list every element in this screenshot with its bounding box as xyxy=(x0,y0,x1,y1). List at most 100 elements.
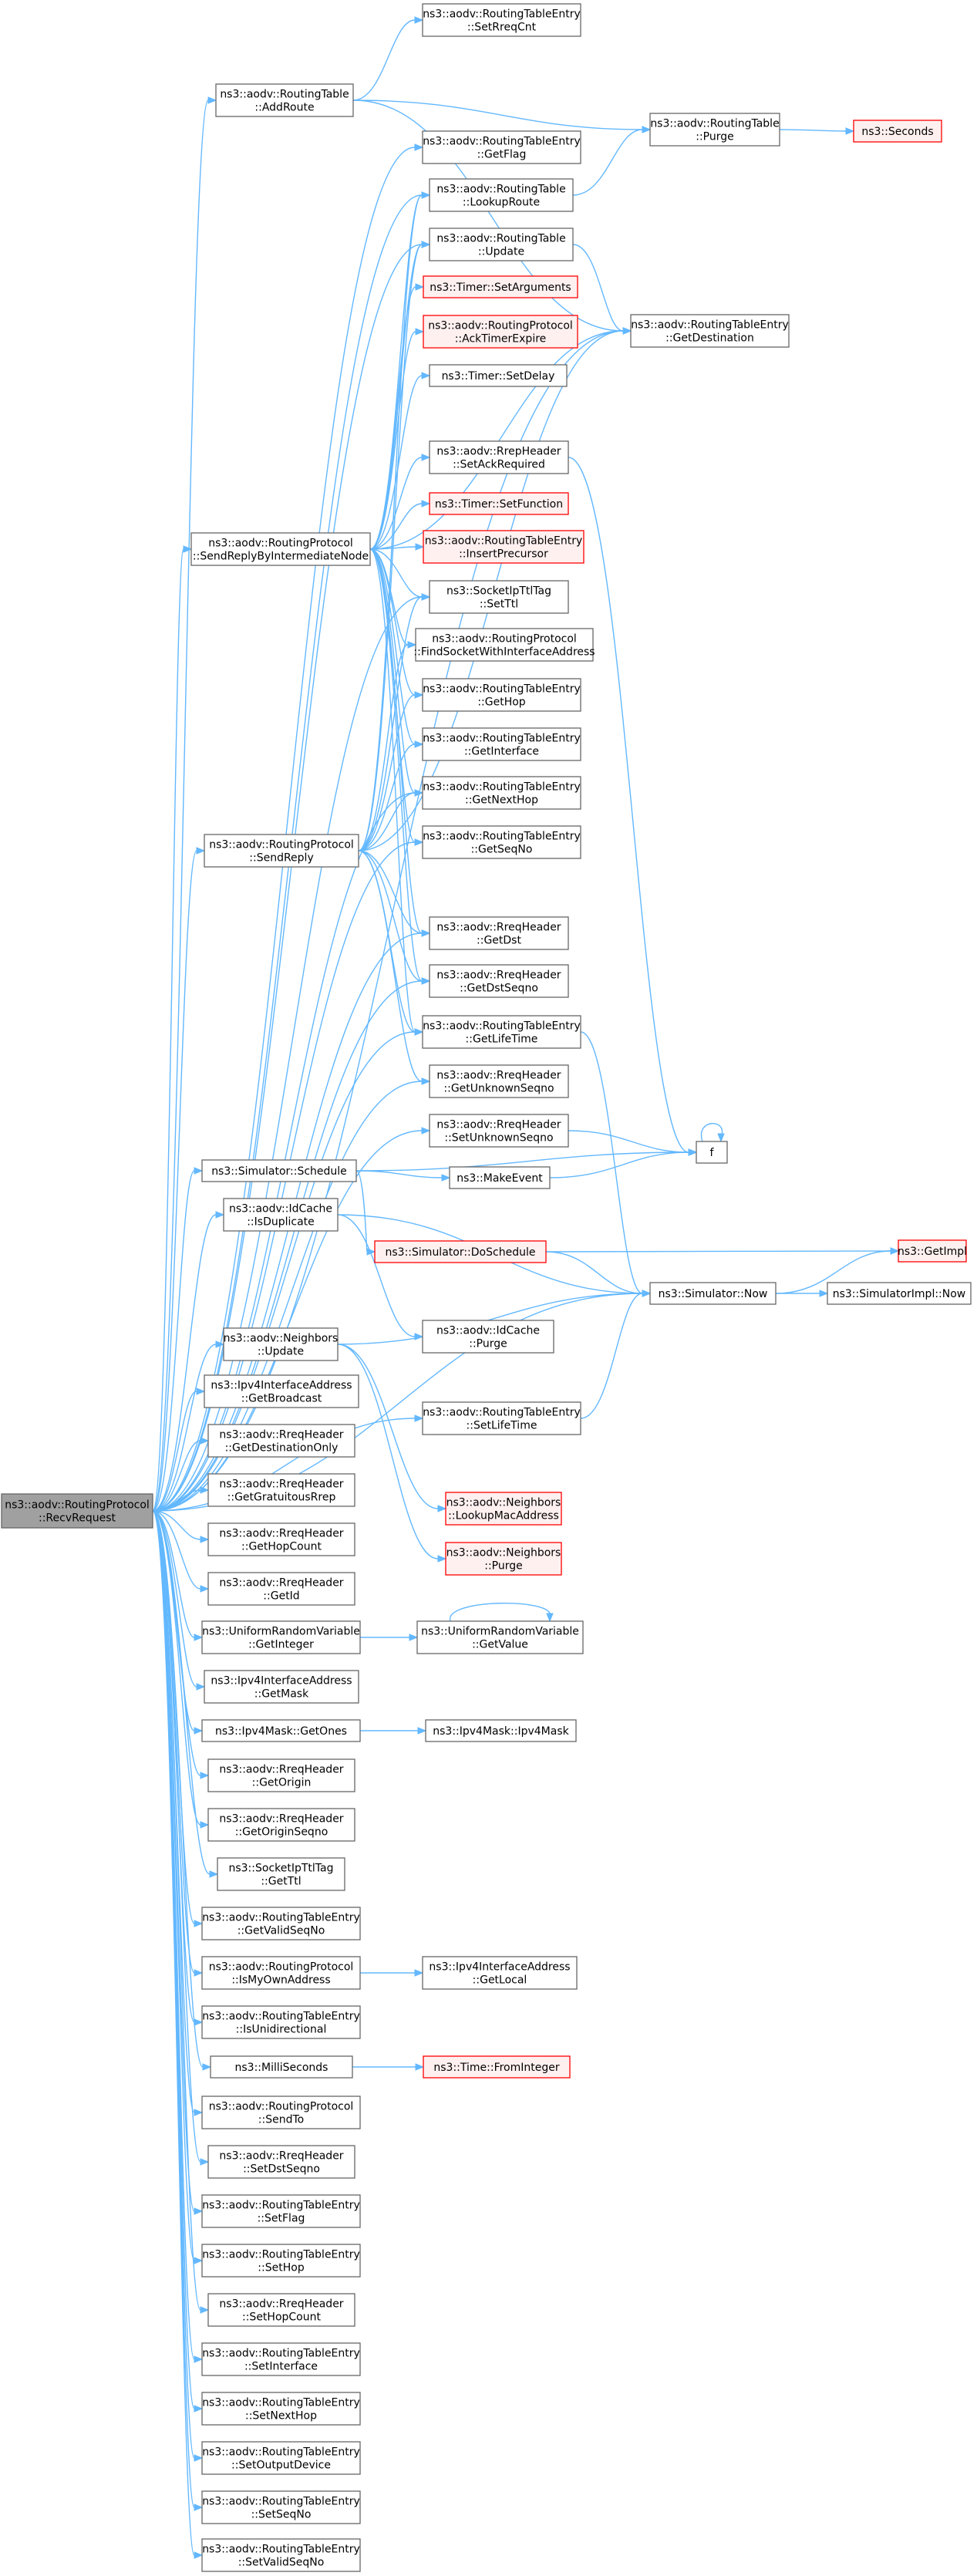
node-get-life-time[interactable]: ns3::aodv::RoutingTableEntry::GetLifeTim… xyxy=(422,1015,581,1049)
node-get-destination[interactable]: ns3::aodv::RoutingTableEntry::GetDestina… xyxy=(630,314,790,348)
node-neighbors-update[interactable]: ns3::aodv::Neighbors::Update xyxy=(223,1327,339,1361)
edge-send-reply-by-intermediate-to-get-destination xyxy=(369,327,632,550)
node-set-hop-count[interactable]: ns3::aodv::RreqHeader::SetHopCount xyxy=(207,2293,355,2327)
node-label: ns3::aodv::RoutingTableEntry xyxy=(631,319,789,332)
edge-milli-seconds-to-from-integer xyxy=(352,2063,425,2071)
node-get-next-hop[interactable]: ns3::aodv::RoutingTableEntry::GetNextHop xyxy=(422,776,581,810)
node-box xyxy=(201,2005,361,2039)
node-schedule[interactable]: ns3::Simulator::Schedule xyxy=(201,1159,357,1182)
node-get-dst-seqno[interactable]: ns3::aodv::RreqHeader::GetDstSeqno xyxy=(429,964,569,998)
node-label: ns3::SimulatorImpl::Now xyxy=(833,1288,966,1300)
node-set-arguments[interactable]: ns3::Timer::SetArguments xyxy=(423,275,578,298)
node-now[interactable]: ns3::Simulator::Now xyxy=(649,1282,777,1305)
node-lookup-route[interactable]: ns3::aodv::RoutingTable::LookupRoute xyxy=(429,178,574,212)
node-is-unidirectional[interactable]: ns3::aodv::RoutingTableEntry::IsUnidirec… xyxy=(201,2005,361,2039)
node-set-hop[interactable]: ns3::aodv::RoutingTableEntry::SetHop xyxy=(201,2244,361,2278)
node-insert-precursor[interactable]: ns3::aodv::RoutingTableEntry::InsertPrec… xyxy=(423,530,585,564)
node-get-destination-only[interactable]: ns3::aodv::RreqHeader::GetDestinationOnl… xyxy=(207,1424,355,1458)
edge-arrowhead xyxy=(194,2551,204,2559)
node-get-hop-count[interactable]: ns3::aodv::RreqHeader::GetHopCount xyxy=(207,1522,355,1556)
node-get-local[interactable]: ns3::Ipv4InterfaceAddress::GetLocal xyxy=(422,1956,578,1990)
node-label: ns3::Seconds xyxy=(861,126,933,138)
node-set-ack-required[interactable]: ns3::aodv::RrepHeader::SetAckRequired xyxy=(429,440,569,474)
node-set-unknown-seqno[interactable]: ns3::aodv::RreqHeader::SetUnknownSeqno xyxy=(429,1114,569,1148)
edge-arrowhead xyxy=(196,1387,206,1395)
node-get-mask[interactable]: ns3::Ipv4InterfaceAddress::GetMask xyxy=(204,1670,359,1704)
edge-add-route-to-set-rreq-cnt xyxy=(352,16,424,101)
node-set-seq-no[interactable]: ns3::aodv::RoutingTableEntry::SetSeqNo xyxy=(201,2490,361,2524)
node-box xyxy=(215,83,354,117)
node-get-id[interactable]: ns3::aodv::RreqHeader::GetId xyxy=(207,1572,355,1606)
node-box xyxy=(416,1620,584,1654)
node-label: ns3::aodv::RoutingTableEntry xyxy=(202,2011,360,2023)
node-get-gratuitous[interactable]: ns3::aodv::RreqHeader::GetGratuitousRrep xyxy=(207,1473,355,1507)
node-get-unknown-seqno[interactable]: ns3::aodv::RreqHeader::GetUnknownSeqno xyxy=(429,1064,569,1098)
edge-line xyxy=(152,1440,201,1512)
node-set-flag[interactable]: ns3::aodv::RoutingTableEntry::SetFlag xyxy=(201,2194,361,2228)
node-set-delay[interactable]: ns3::Timer::SetDelay xyxy=(429,364,568,387)
edge-line xyxy=(369,548,423,982)
node-set-output-device[interactable]: ns3::aodv::RoutingTableEntry::SetOutputD… xyxy=(201,2441,361,2475)
node-seconds[interactable]: ns3::Seconds xyxy=(853,120,942,143)
node-get-hop[interactable]: ns3::aodv::RoutingTableEntry::GetHop xyxy=(422,678,581,712)
node-set-ttl[interactable]: ns3::SocketIpTtlTag::SetTtl xyxy=(429,580,569,614)
node-get-integer[interactable]: ns3::UniformRandomVariable::GetInteger xyxy=(201,1620,361,1654)
node-f[interactable]: f xyxy=(696,1141,728,1164)
edge-line xyxy=(369,375,423,550)
edge-root-to-get-id xyxy=(152,1510,210,1593)
node-box xyxy=(429,964,569,998)
node-id-cache-purge[interactable]: ns3::aodv::IdCache::Purge xyxy=(422,1320,554,1354)
edge-arrowhead xyxy=(421,241,431,248)
node-find-socket[interactable]: ns3::aodv::RoutingProtocol::FindSocketWi… xyxy=(413,628,595,662)
edge-root-to-set-dst-seqno xyxy=(152,1510,210,2166)
node-set-life-time[interactable]: ns3::aodv::RoutingTableEntry::SetLifeTim… xyxy=(422,1401,581,1435)
node-set-dst-seqno[interactable]: ns3::aodv::RreqHeader::SetDstSeqno xyxy=(207,2145,355,2179)
node-set-function[interactable]: ns3::Timer::SetFunction xyxy=(429,492,569,515)
node-get-ones[interactable]: ns3::Ipv4Mask::GetOnes xyxy=(201,1719,361,1742)
node-impl-now[interactable]: ns3::SimulatorImpl::Now xyxy=(827,1282,972,1305)
node-send-to[interactable]: ns3::aodv::RoutingProtocol::SendTo xyxy=(201,2096,361,2129)
node-is-my-own-address[interactable]: ns3::aodv::RoutingProtocol::IsMyOwnAddre… xyxy=(201,1956,361,1990)
node-update-rt[interactable]: ns3::aodv::RoutingTable::Update xyxy=(429,228,574,261)
edge-line xyxy=(152,1391,197,1512)
node-send-reply[interactable]: ns3::aodv::RoutingProtocol::SendReply xyxy=(204,834,359,868)
node-ipv4-mask[interactable]: ns3::Ipv4Mask::Ipv4Mask xyxy=(425,1719,577,1742)
edge-set-unknown-seqno-to-f xyxy=(568,1130,698,1156)
node-make-event[interactable]: ns3::MakeEvent xyxy=(449,1166,551,1189)
node-box xyxy=(827,1282,972,1305)
node-from-integer[interactable]: ns3::Time::FromInteger xyxy=(423,2055,571,2079)
node-get-dst[interactable]: ns3::aodv::RreqHeader::GetDst xyxy=(429,916,569,950)
edge-arrowhead xyxy=(194,1920,204,1927)
node-send-reply-by-intermediate[interactable]: ns3::aodv::RoutingProtocol::SendReplyByI… xyxy=(190,532,371,566)
edge-arrowhead xyxy=(196,847,206,855)
node-get-origin-seqno[interactable]: ns3::aodv::RreqHeader::GetOriginSeqno xyxy=(207,1808,355,1842)
node-get-origin[interactable]: ns3::aodv::RreqHeader::GetOrigin xyxy=(207,1758,355,1792)
node-get-flag[interactable]: ns3::aodv::RoutingTableEntry::GetFlag xyxy=(422,130,581,164)
node-neighbors-purge[interactable]: ns3::aodv::Neighbors::Purge xyxy=(445,1542,562,1576)
node-label: ns3::aodv::RoutingTableEntry xyxy=(423,831,581,843)
node-label: ns3::Simulator::DoSchedule xyxy=(386,1246,536,1259)
node-get-interface[interactable]: ns3::aodv::RoutingTableEntry::GetInterfa… xyxy=(422,727,581,761)
node-get-ttl[interactable]: ns3::SocketIpTtlTag::GetTtl xyxy=(217,1857,345,1891)
node-do-schedule[interactable]: ns3::Simulator::DoSchedule xyxy=(374,1240,547,1263)
node-get-seq-no[interactable]: ns3::aodv::RoutingTableEntry::GetSeqNo xyxy=(422,825,581,859)
node-milli-seconds[interactable]: ns3::MilliSeconds xyxy=(210,2055,353,2079)
node-get-impl[interactable]: ns3::GetImpl xyxy=(898,1239,967,1263)
edge-line xyxy=(337,1214,416,1337)
node-get-valid-seq-no[interactable]: ns3::aodv::RoutingTableEntry::GetValidSe… xyxy=(201,1907,361,1940)
node-add-route[interactable]: ns3::aodv::RoutingTable::AddRoute xyxy=(215,83,354,117)
node-root[interactable]: ns3::aodv::RoutingProtocol::RecvRequest xyxy=(1,1493,153,1529)
node-set-rreq-cnt[interactable]: ns3::aodv::RoutingTableEntry::SetRreqCnt xyxy=(422,3,581,37)
node-set-next-hop[interactable]: ns3::aodv::RoutingTableEntry::SetNextHop xyxy=(201,2392,361,2426)
node-label: ::Purge xyxy=(696,131,734,143)
edge-line xyxy=(358,596,423,851)
node-get-broadcast[interactable]: ns3::Ipv4InterfaceAddress::GetBroadcast xyxy=(204,1374,359,1408)
edge-line xyxy=(545,1251,643,1294)
node-lookup-mac[interactable]: ns3::aodv::Neighbors::LookupMacAddress xyxy=(445,1492,562,1526)
node-purge-rt[interactable]: ns3::aodv::RoutingTable::Purge xyxy=(649,113,780,147)
node-set-valid-seq-no[interactable]: ns3::aodv::RoutingTableEntry::SetValidSe… xyxy=(201,2538,361,2572)
node-set-interface[interactable]: ns3::aodv::RoutingTableEntry::SetInterfa… xyxy=(201,2342,361,2376)
node-is-duplicate[interactable]: ns3::aodv::IdCache::IsDuplicate xyxy=(223,1198,339,1232)
node-get-value[interactable]: ns3::UniformRandomVariable::GetValue xyxy=(416,1620,584,1654)
node-ack-timer-expire[interactable]: ns3::aodv::RoutingProtocol::AckTimerExpi… xyxy=(423,315,578,349)
